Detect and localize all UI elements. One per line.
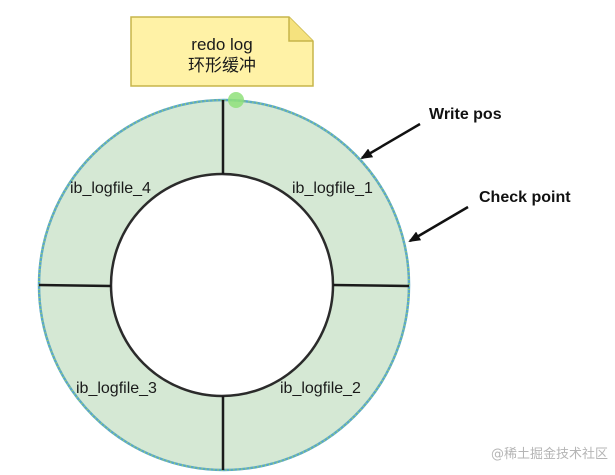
- note-body: [130, 16, 314, 87]
- logfile-4-label: ib_logfile_4: [70, 180, 151, 197]
- check-point-label: Check point: [479, 189, 571, 206]
- note-subtitle: 环形缓冲: [188, 56, 256, 75]
- divider-right: [332, 283, 410, 288]
- check-point-arrow-icon: [408, 205, 469, 243]
- logfile-3-label: ib_logfile_3: [76, 380, 157, 397]
- note-title: redo log: [191, 35, 252, 54]
- watermark: @稀土掘金技术社区: [491, 446, 608, 462]
- logfile-1-label: ib_logfile_1: [292, 180, 373, 197]
- note-fold-icon: [288, 17, 313, 42]
- divider-left: [38, 283, 112, 288]
- position-marker-icon: [228, 92, 244, 108]
- redo-log-note: redo log 环形缓冲: [130, 16, 314, 87]
- inner-circle: [109, 172, 335, 398]
- write-pos-arrow-icon: [360, 122, 421, 160]
- write-pos-label: Write pos: [429, 106, 502, 123]
- logfile-2-label: ib_logfile_2: [280, 380, 361, 397]
